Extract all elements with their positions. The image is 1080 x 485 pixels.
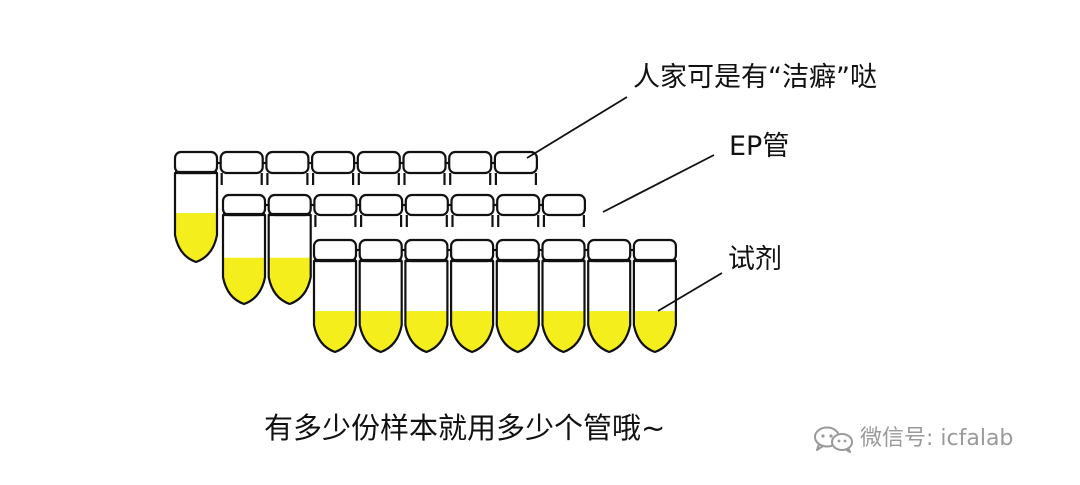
- strip-partial-cap-2: [267, 193, 312, 217]
- strip-partial-tube-1: [221, 213, 267, 306]
- strip-full-tube-8: [632, 259, 677, 354]
- strip-full-tube-3: [404, 259, 449, 354]
- strip-full-tube-7: [587, 259, 632, 354]
- strip-caps-only-cap-5: [356, 150, 401, 175]
- strip-full-reagent-6: [542, 311, 585, 352]
- strip-caps-only-cap-4: [311, 150, 356, 175]
- strip-full-reagent-1: [314, 311, 356, 352]
- strip-full-cap-1: [312, 238, 358, 263]
- strip-caps-only-cap-2: [219, 150, 264, 175]
- strip-partial-cap-1: [221, 193, 267, 217]
- wechat-icon: [814, 426, 853, 453]
- strip-full-reagent-2: [359, 311, 402, 352]
- strip-full-cap-7: [587, 238, 632, 263]
- label-ep-tube: EP管: [729, 131, 790, 162]
- strip-partial-cap-5: [404, 193, 449, 217]
- strip-caps-only-cap-3: [265, 150, 310, 175]
- strip-full-tube-1: [312, 259, 358, 354]
- strip-full-tube-2: [358, 259, 403, 354]
- strip-full-reagent-8: [633, 311, 676, 352]
- strip-full-reagent-7: [588, 311, 631, 352]
- strip-partial-cap-6: [450, 193, 495, 217]
- watermark-text: 微信号: icfalab: [860, 426, 1014, 451]
- leader-clean: [526, 96, 628, 159]
- strip-partial-cap-4: [359, 193, 404, 217]
- strip-full-cap-3: [404, 238, 449, 263]
- strip-full-reagent-3: [405, 311, 448, 352]
- strip-partial-cap-7: [496, 193, 541, 217]
- strip-partial-reagent-1: [223, 257, 265, 304]
- strip-full-cap-8: [632, 238, 678, 263]
- leader-reagent: [657, 272, 723, 312]
- strip-partial-tube-2: [267, 213, 312, 306]
- strip-full-tube-4: [450, 259, 495, 354]
- strip-caps-only-cap-7: [448, 150, 493, 175]
- strip-full-tube-5: [495, 259, 540, 354]
- strip-caps-only-tube-1: [173, 171, 219, 264]
- watermark: 微信号: icfalab: [812, 425, 1013, 453]
- label-reagent: 试剂: [728, 244, 782, 275]
- caption: 有多少份样本就用多少个管哦~: [264, 411, 666, 445]
- strip-caps-only-cap-8: [493, 150, 538, 175]
- strip-caps-only-cap-6: [402, 150, 447, 175]
- label-clean: 人家可是有“洁癖”哒: [633, 62, 877, 93]
- leader-ep-tube: [602, 154, 715, 213]
- strip-full-cap-4: [450, 238, 495, 263]
- strip-full-tube-6: [541, 259, 586, 354]
- strip-caps-only-cap-1: [173, 150, 219, 175]
- strip-full-reagent-4: [451, 311, 494, 352]
- strip-full-reagent-5: [496, 311, 539, 352]
- strip-full-cap-2: [358, 238, 403, 263]
- strip-partial-cap-8: [541, 193, 587, 217]
- strip-partial-reagent-2: [268, 257, 311, 304]
- strip-full-cap-5: [495, 238, 540, 263]
- strip-full-cap-6: [541, 238, 586, 263]
- strip-partial-cap-3: [313, 193, 358, 217]
- strip-caps-only-reagent-1: [175, 213, 217, 262]
